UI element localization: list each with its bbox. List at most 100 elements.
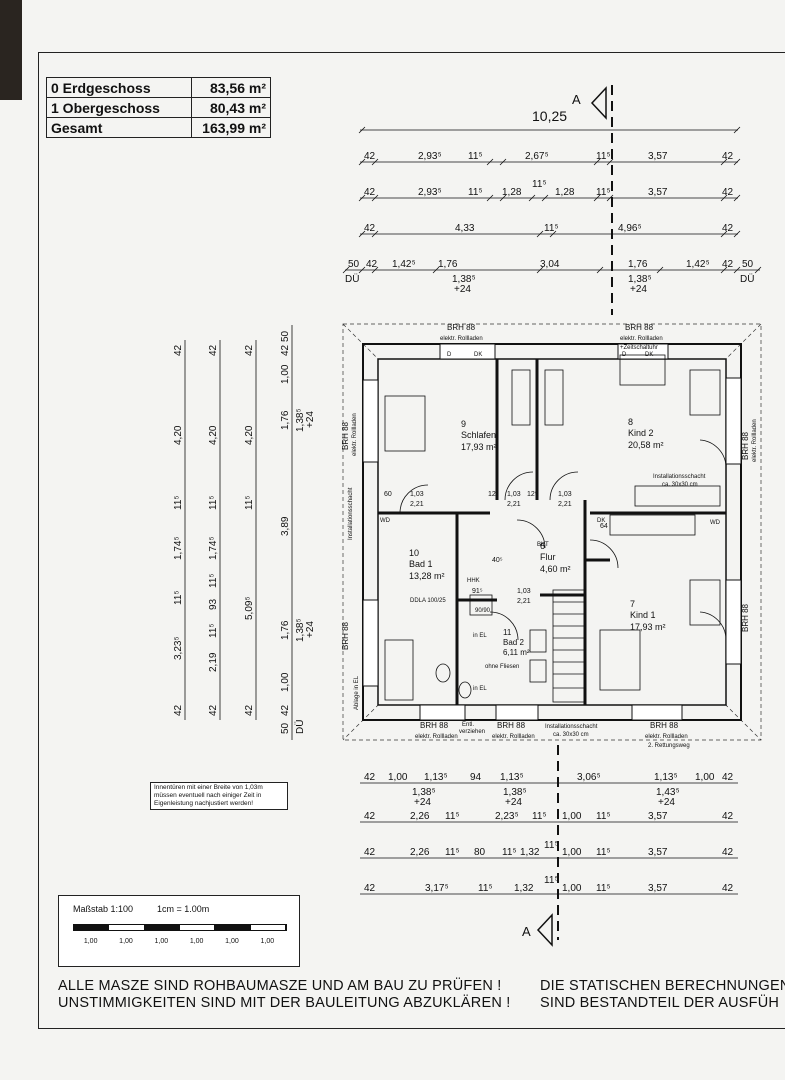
svg-text:1,74⁵: 1,74⁵ (173, 536, 184, 560)
svg-text:11⁵: 11⁵ (244, 495, 255, 510)
svg-text:A: A (522, 924, 531, 939)
svg-text:ohne Fliesen: ohne Fliesen (485, 664, 519, 670)
dimension-tick (720, 230, 728, 238)
svg-text:3,57: 3,57 (648, 151, 668, 162)
top-dim-row-2: 42 2,93⁵ 11⁵ 1,28 11⁵ 1,28 11⁵ 3,57 42 (364, 179, 734, 198)
bottom-dim-row-1: 42 1,00 1,13⁵ 94 1,13⁵ 3,06⁵ 1,13⁵ 1,00 … (364, 772, 734, 808)
svg-text:11⁵: 11⁵ (596, 811, 611, 822)
dimension-tick (733, 158, 741, 166)
svg-text:DÜ: DÜ (345, 273, 359, 285)
svg-text:elektr. Rollladen: elektr. Rollladen (415, 734, 458, 740)
svg-text:60: 60 (384, 491, 392, 498)
area-value: 163,99 m² (191, 117, 271, 138)
dimension-tick (593, 158, 601, 166)
svg-text:42: 42 (364, 187, 376, 198)
dimension-tick (371, 158, 379, 166)
svg-text:1,00: 1,00 (280, 672, 291, 692)
svg-text:D: D (622, 352, 627, 358)
svg-text:ca. 30x30 cm: ca. 30x30 cm (662, 482, 698, 488)
bottom-dim-row-4: 42 3,17⁵ 11⁵ 1,32 11⁵ 1,00 11⁵ 3,57 42 (364, 875, 734, 894)
svg-text:91⁵: 91⁵ (472, 588, 483, 595)
bottom-dimension-lines (360, 782, 738, 895)
svg-text:1,76: 1,76 (280, 620, 291, 640)
scale-label: Maßstab 1:100 (73, 904, 134, 914)
scale-tick: 1,00 (119, 938, 133, 945)
window-annotations: BRH 88 elektr. Rollladen BRH 88 elektr. … (341, 323, 758, 749)
svg-text:BRH 88: BRH 88 (341, 621, 350, 650)
drawing-frame (38, 52, 785, 1029)
svg-text:3,06⁵: 3,06⁵ (577, 772, 601, 783)
svg-text:WD: WD (380, 518, 391, 524)
svg-text:11⁵: 11⁵ (208, 573, 219, 588)
svg-text:11⁵: 11⁵ (173, 590, 184, 605)
svg-text:+24: +24 (630, 284, 647, 295)
svg-text:1,03: 1,03 (410, 491, 424, 498)
dimension-tick (733, 126, 741, 134)
svg-text:42: 42 (244, 344, 255, 356)
dimension-tick (720, 158, 728, 166)
scale-tick: 1,00 (154, 938, 169, 945)
svg-text:42: 42 (722, 811, 734, 822)
dimension-tick (358, 230, 366, 238)
svg-text:42: 42 (366, 259, 378, 270)
svg-text:42: 42 (722, 151, 734, 162)
svg-text:elektr. Rollladen: elektr. Rollladen (752, 419, 758, 462)
svg-text:Schlafen: Schlafen (461, 430, 496, 440)
svg-text:in EL: in EL (473, 633, 487, 639)
svg-text:42: 42 (364, 772, 376, 783)
dimension-tick (358, 126, 366, 134)
dimension-tick (358, 266, 366, 274)
svg-text:2,21: 2,21 (410, 501, 424, 508)
dimension-tick (358, 158, 366, 166)
dimension-tick (733, 266, 741, 274)
svg-text:1,42⁵: 1,42⁵ (686, 259, 710, 270)
room-schlafen: 9 Schlafen 17,93 m² (461, 419, 497, 452)
exterior-walls (362, 343, 742, 721)
dimension-tick (536, 266, 544, 274)
svg-text:+24: +24 (414, 797, 431, 808)
svg-text:42: 42 (722, 847, 734, 858)
svg-text:11⁵: 11⁵ (544, 875, 559, 886)
svg-text:BRH 88: BRH 88 (650, 721, 679, 730)
svg-text:42: 42 (173, 704, 184, 716)
dimension-tick (358, 194, 366, 202)
svg-text:11⁵: 11⁵ (502, 847, 517, 858)
svg-text:94: 94 (470, 772, 482, 783)
svg-text:HHK: HHK (467, 578, 480, 584)
dimension-tick (733, 230, 741, 238)
svg-text:Flur: Flur (540, 552, 556, 562)
svg-text:11⁵: 11⁵ (478, 883, 493, 894)
svg-text:4,20: 4,20 (208, 425, 219, 445)
dimension-tick (549, 230, 557, 238)
scale-ticks: 1,00 1,00 1,00 1,00 1,00 1,00 (73, 938, 285, 945)
svg-text:42: 42 (364, 847, 376, 858)
svg-text:elektr. Rollladen: elektr. Rollladen (492, 734, 535, 740)
dimension-tick (606, 194, 614, 202)
svg-text:11⁵: 11⁵ (532, 811, 547, 822)
scale-tick: 1,00 (189, 938, 204, 945)
area-value: 83,56 m² (191, 77, 271, 98)
svg-text:DÜ: DÜ (740, 273, 754, 285)
svg-text:3,57: 3,57 (648, 187, 668, 198)
svg-text:50: 50 (280, 722, 291, 734)
svg-text:2,93⁵: 2,93⁵ (418, 151, 442, 162)
svg-text:+24: +24 (454, 284, 471, 295)
svg-text:3,23⁵: 3,23⁵ (173, 636, 184, 660)
svg-text:BKT: BKT (537, 542, 549, 548)
svg-text:3,57: 3,57 (648, 847, 668, 858)
section-arrow-bottom: A (522, 913, 553, 947)
svg-text:1,32: 1,32 (514, 883, 534, 894)
svg-text:8: 8 (628, 417, 633, 427)
svg-text:90/90: 90/90 (475, 608, 491, 614)
svg-text:11⁵: 11⁵ (468, 187, 483, 198)
scale-tick: 1,00 (225, 938, 239, 945)
svg-text:1,76: 1,76 (280, 410, 291, 430)
svg-text:ca. 30x30 cm: ca. 30x30 cm (553, 732, 589, 738)
scale-bar (73, 924, 287, 931)
svg-text:42: 42 (173, 344, 184, 356)
dimension-tick (528, 194, 536, 202)
svg-text:6,11 m²: 6,11 m² (503, 648, 530, 657)
svg-text:11⁵: 11⁵ (544, 840, 559, 851)
svg-text:3,17⁵: 3,17⁵ (425, 883, 449, 894)
